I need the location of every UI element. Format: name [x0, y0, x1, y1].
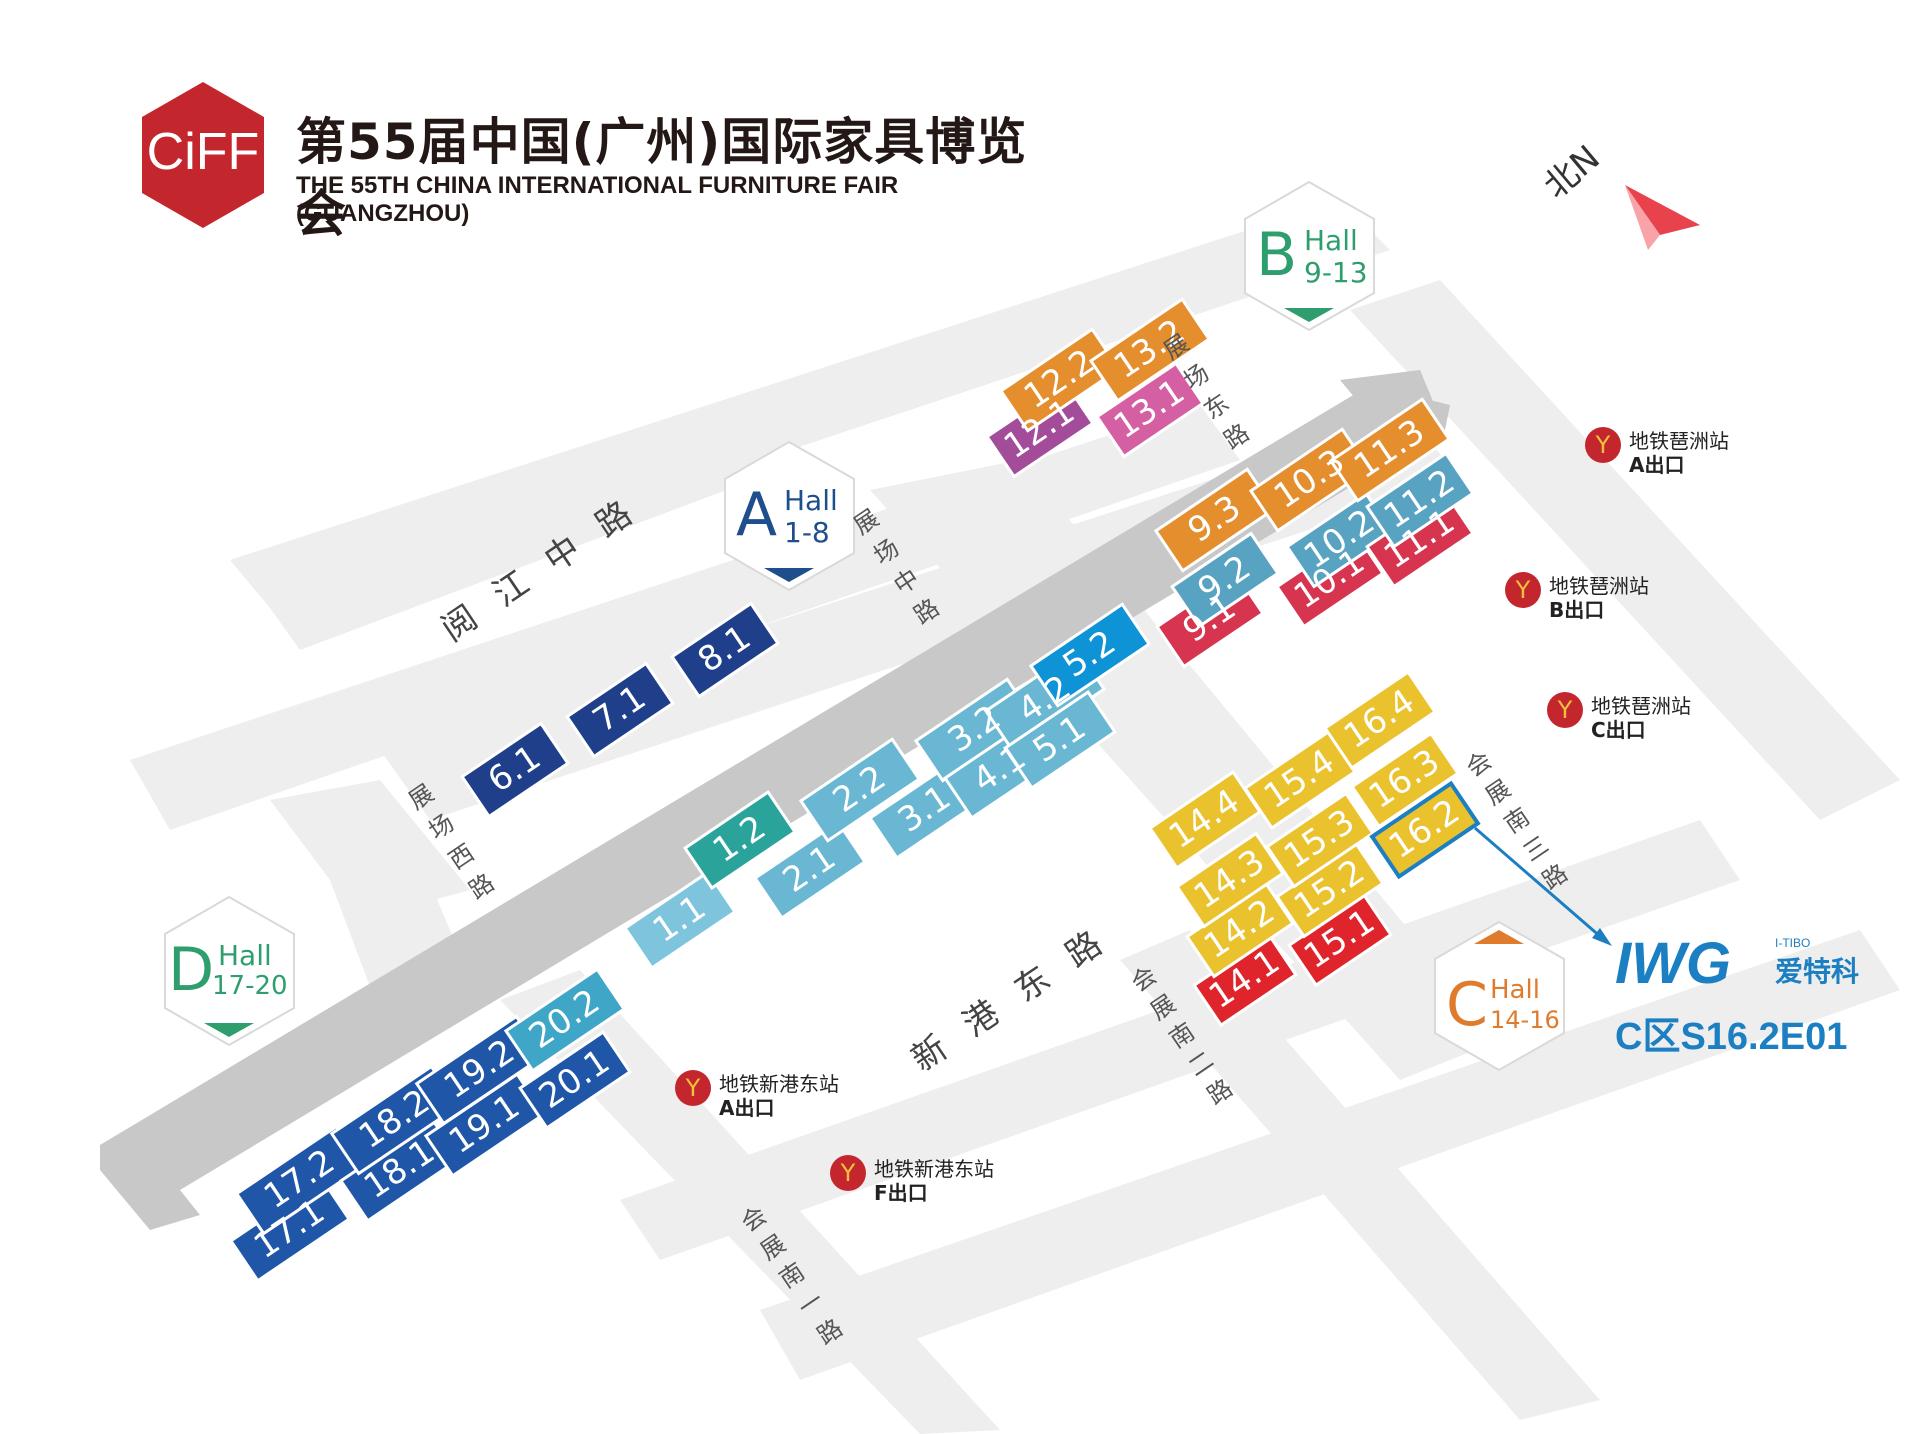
hall-20-1[interactable] [517, 1029, 633, 1131]
zone-letter: C [1446, 970, 1488, 1040]
ciff-logo-text: CiFF [146, 123, 260, 181]
metro-station-name: 地铁琶洲站 [1629, 429, 1729, 453]
exhibitor-brand: IWG I-TIBO 爱特科 C区S16.2E01 [1615, 930, 1915, 1070]
hall-15-3[interactable] [1265, 791, 1375, 889]
header: CiFF 第55届中国(广州)国际家具博览会 THE 55TH CHINA IN… [138, 80, 1078, 243]
hall-6-1[interactable] [460, 721, 570, 819]
hall-9-2[interactable] [1170, 531, 1280, 629]
hall-7-1[interactable] [565, 661, 675, 759]
zone-label: Hall [1490, 975, 1540, 1005]
hall-13-1[interactable] [1095, 361, 1205, 459]
hall-11-3[interactable] [1328, 397, 1452, 503]
metro-icon: Y [830, 1155, 866, 1191]
zone-label: Hall [784, 484, 838, 517]
zone-badge-a: A Hall 1-8 [722, 440, 857, 592]
zone-label: Hall [218, 939, 272, 972]
exhibitor-booth: C区S16.2E01 [1615, 1016, 1848, 1058]
ciff-logo: CiFF [138, 80, 268, 230]
hall-8-1[interactable] [670, 601, 780, 699]
exhibitor-logo-small: I-TIBO [1775, 936, 1811, 950]
compass: 北N [1536, 135, 1710, 255]
page-title-cn: 第55届中国(广州)国际家具博览会 [296, 113, 1028, 243]
metro-icon: Y [675, 1070, 711, 1106]
hall-1-1[interactable] [622, 869, 738, 971]
halls-layer [228, 297, 1481, 1283]
zone-badge-b: B Hall 9-13 [1242, 180, 1377, 332]
hall-5-2[interactable] [1028, 602, 1152, 708]
hall-15-4[interactable] [1242, 729, 1358, 831]
page-title-en: THE 55TH CHINA INTERNATIONAL FURNITURE F… [296, 172, 899, 227]
metro-icon: Y [1547, 692, 1583, 728]
zone-letter: D [168, 935, 215, 1005]
metro-exit: B出口 [1549, 598, 1605, 622]
zone-badge-c: C Hall 14-16 [1432, 920, 1567, 1072]
hall-13-2[interactable] [1088, 297, 1212, 403]
exhibitor-logo-cn: 爱特科 [1775, 955, 1860, 988]
zone-range: 17-20 [212, 971, 288, 1001]
hall-11-2[interactable] [1365, 451, 1475, 549]
hall-1-2[interactable] [682, 789, 798, 891]
hall-16-4[interactable] [1322, 669, 1438, 771]
zone-letter: B [1256, 220, 1298, 290]
metro-station-name: 地铁新港东站 [719, 1072, 839, 1096]
metro-exit: F出口 [874, 1181, 928, 1205]
hall-16-2[interactable] [1369, 780, 1481, 880]
booth-pointer-arrow [1474, 826, 1612, 946]
hall-20-2[interactable] [503, 967, 627, 1073]
zone-label: Hall [1304, 224, 1358, 257]
metro-station-name: 地铁琶洲站 [1591, 694, 1691, 718]
metro-station-name: 地铁琶洲站 [1549, 574, 1649, 598]
metro-station-name: 地铁新港东站 [874, 1157, 994, 1181]
zone-badge-d: D Hall 17-20 [162, 895, 297, 1047]
north-arrow-icon [1625, 185, 1700, 250]
zone-range: 14-16 [1490, 1006, 1560, 1034]
zone-range: 1-8 [784, 516, 830, 549]
hall-16-3[interactable] [1350, 731, 1460, 829]
zone-letter: A [736, 480, 778, 550]
metro-icon: Y [1505, 572, 1541, 608]
hall-2-1[interactable] [752, 819, 868, 921]
hall-14-3[interactable] [1175, 831, 1285, 929]
metro-icon: Y [1585, 427, 1621, 463]
hall-2-2[interactable] [798, 737, 922, 843]
hall-5-1[interactable] [1002, 689, 1118, 791]
metro-exit: A出口 [1629, 453, 1685, 477]
zone-range: 9-13 [1304, 256, 1368, 289]
exhibitor-logo-en: IWG [1615, 931, 1731, 996]
metro-exit: A出口 [719, 1096, 775, 1120]
metro-exit: C出口 [1591, 718, 1646, 742]
